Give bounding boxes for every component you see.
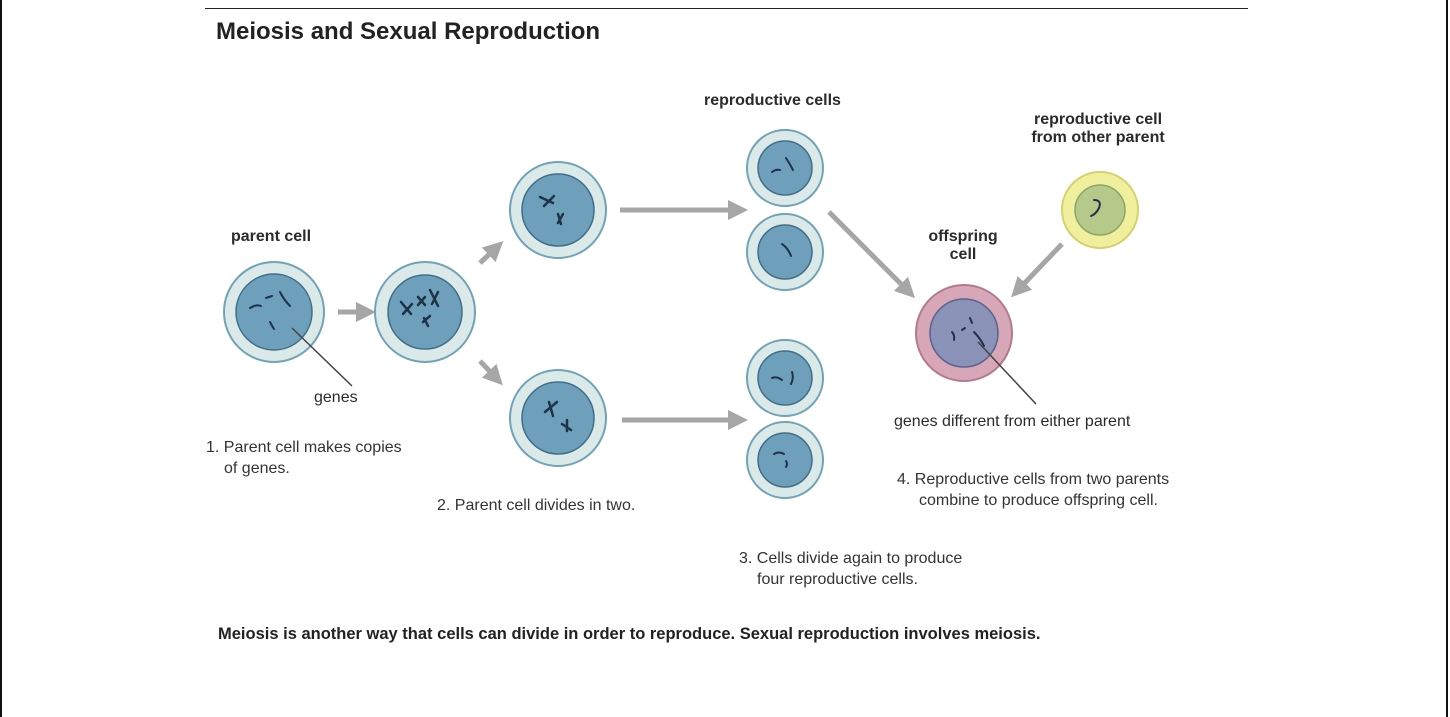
reproductive-cell-3 xyxy=(747,340,823,416)
arrow-repro-to-offspring xyxy=(829,212,908,291)
arrow-copy-to-upper xyxy=(480,248,496,263)
offspring-label-line2: cell xyxy=(908,246,1018,264)
genes-different-label: genes different from either parent xyxy=(894,413,1130,431)
step-1-line1: 1. Parent cell makes copies xyxy=(206,437,402,458)
genes-pointer-line xyxy=(292,328,352,386)
reproductive-cell-2 xyxy=(747,214,823,290)
step-4-line1: 4. Reproductive cells from two parents xyxy=(897,469,1169,490)
reproductive-cell-1 xyxy=(747,130,823,206)
other-parent-label-line2: from other parent xyxy=(1006,129,1190,147)
offspring-label-line1: offspring xyxy=(908,228,1018,246)
step-3-caption: 3. Cells divide again to produce four re… xyxy=(739,548,962,590)
daughter-cell-upper xyxy=(510,162,606,258)
daughter-cell-lower xyxy=(510,370,606,466)
other-parent-reproductive-cell xyxy=(1062,172,1138,248)
reproductive-cell-4 xyxy=(747,422,823,498)
copied-genes-cell xyxy=(375,262,475,362)
step-4-line2: combine to produce offspring cell. xyxy=(897,490,1169,511)
footer-summary: Meiosis is another way that cells can di… xyxy=(218,625,1041,644)
other-parent-label-line1: reproductive cell xyxy=(1006,111,1190,129)
parent-cell-label: parent cell xyxy=(231,228,311,246)
offspring-cell-label: offspring cell xyxy=(908,228,1018,264)
step-3-line2: four reproductive cells. xyxy=(739,569,962,590)
other-parent-label: reproductive cell from other parent xyxy=(1006,111,1190,147)
step-1-caption: 1. Parent cell makes copies of genes. xyxy=(206,437,402,479)
step-3-line1: 3. Cells divide again to produce xyxy=(739,548,962,569)
reproductive-cells-label: reproductive cells xyxy=(704,92,841,110)
step-2-caption: 2. Parent cell divides in two. xyxy=(437,495,635,516)
step-1-line2: of genes. xyxy=(206,458,402,479)
arrow-copy-to-lower xyxy=(480,361,496,378)
offspring-cell xyxy=(916,285,1012,381)
genes-label: genes xyxy=(314,389,358,407)
step-4-caption: 4. Reproductive cells from two parents c… xyxy=(897,469,1169,511)
parent-cell xyxy=(224,262,324,362)
arrow-other-to-offspring xyxy=(1018,244,1062,290)
